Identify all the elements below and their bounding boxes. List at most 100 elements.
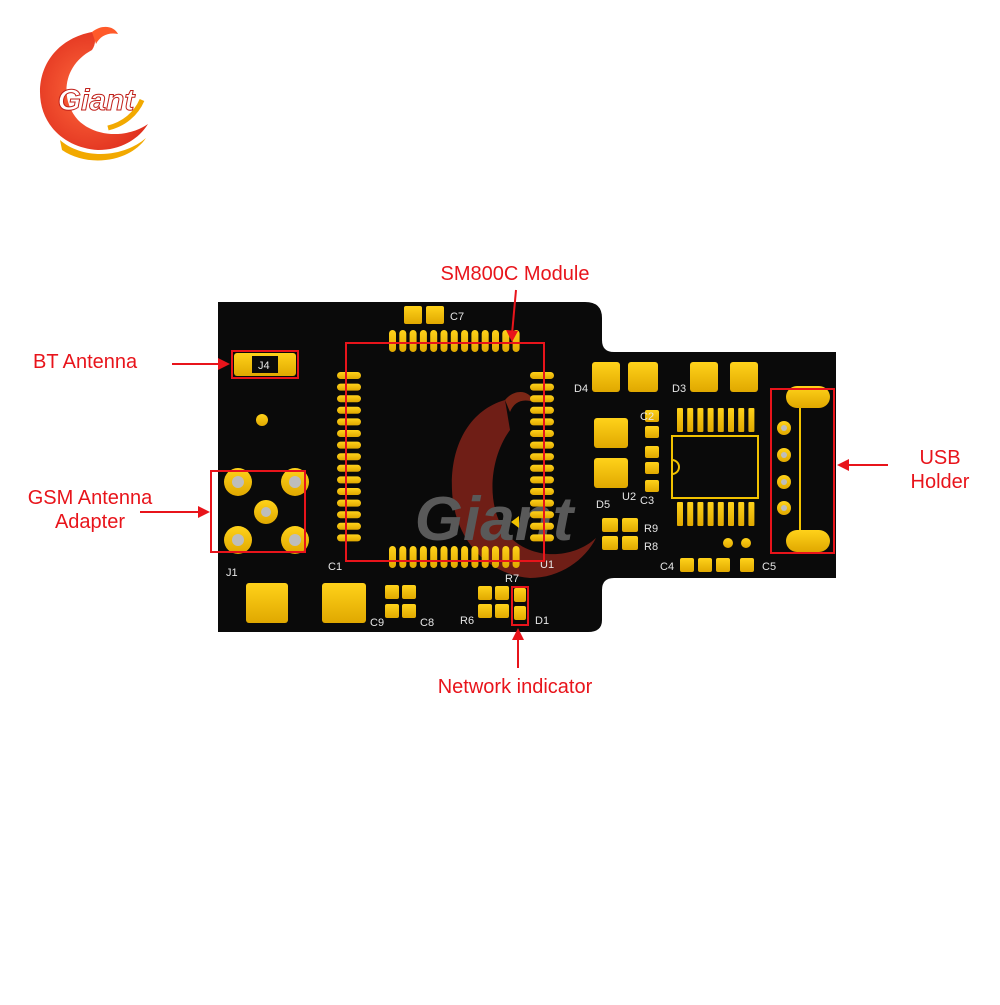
solder-pad [337, 511, 361, 519]
solder-pad [728, 408, 734, 432]
solder-pad [337, 441, 361, 449]
pin1-marker [511, 516, 519, 528]
c4-c5-pads [680, 538, 754, 572]
callout-network-indicator: Network indicator [437, 676, 593, 698]
regulator-pads [594, 410, 659, 550]
solder-pad [530, 430, 554, 437]
solder-pad [337, 476, 361, 484]
solder-pad [461, 330, 469, 352]
bt-antenna-highlight-box [231, 350, 299, 379]
solder-pad [440, 546, 448, 568]
solder-pad [748, 408, 755, 432]
silk-d4: D4 [574, 383, 588, 395]
solder-pad [337, 418, 361, 426]
silk-r7: R7 [505, 573, 519, 585]
solder-pad [337, 522, 361, 530]
silk-c9: C9 [370, 617, 384, 629]
solder-pad [748, 502, 755, 526]
solder-pad [717, 502, 724, 526]
solder-pad [530, 395, 554, 403]
logo-text: Giant [58, 84, 137, 117]
solder-pad [530, 511, 554, 519]
usb-holder-highlight-box [770, 388, 835, 554]
solder-pad [492, 546, 499, 568]
annotations [140, 289, 888, 668]
solder-pad [450, 546, 458, 568]
solder-pad [530, 522, 554, 530]
silk-c1: C1 [328, 561, 342, 573]
silk-j4: J4 [258, 360, 270, 372]
annotation-arrowheads [198, 330, 849, 640]
solder-pad [492, 330, 499, 352]
solder-pad [337, 372, 361, 379]
solder-pad [337, 499, 361, 507]
solder-pad [530, 488, 554, 495]
solder-pad [530, 464, 554, 472]
solder-pad [728, 502, 734, 526]
callout-usb-holder: USB Holder [890, 446, 990, 494]
r6-r7-d1-pads [478, 586, 526, 620]
solder-pad [471, 546, 479, 568]
c9-c8-pads [385, 585, 416, 618]
callout-usb-line1: USB [919, 447, 961, 469]
solder-pad [430, 330, 438, 352]
solder-pad [430, 546, 438, 568]
module-pads [337, 330, 554, 568]
solder-pad [337, 430, 361, 437]
solder-pad [502, 546, 510, 568]
solder-pad [471, 330, 479, 352]
solder-pad [530, 499, 554, 507]
solder-pad [461, 546, 469, 568]
module-highlight-box [345, 342, 545, 562]
large-pads [246, 583, 366, 623]
solder-pad [337, 406, 361, 414]
network-indicator-highlight-box [511, 586, 529, 626]
solder-pad [530, 441, 554, 449]
solder-pad [717, 408, 724, 432]
solder-pad [337, 453, 361, 461]
callout-gsm-line2: Adapter [54, 511, 126, 533]
silk-c2: C2 [640, 411, 654, 423]
solder-pad [697, 408, 704, 432]
solder-pad [399, 546, 407, 568]
silk-r8: R8 [644, 541, 658, 553]
usb-chip-footprint [671, 408, 759, 526]
d4-d3-pads [592, 362, 758, 392]
silk-c5: C5 [762, 561, 776, 573]
solder-pad [530, 534, 554, 542]
callout-gsm-line1: GSM Antenna [27, 487, 153, 509]
solder-pad [530, 476, 554, 484]
solder-pad [419, 546, 427, 568]
silk-c8: C8 [420, 617, 434, 629]
silk-r9: R9 [644, 523, 658, 535]
solder-pad [697, 502, 704, 526]
solder-pad [530, 418, 554, 426]
solder-pad [409, 330, 417, 352]
solder-pad [530, 406, 554, 414]
callout-bt-antenna: BT Antenna [33, 351, 138, 373]
solder-pad [450, 330, 458, 352]
solder-pad [337, 464, 361, 472]
gsm-antenna-pads [224, 468, 309, 554]
callout-sm800c-module: SM800C Module [440, 263, 590, 285]
pcb-board [218, 302, 836, 632]
solder-pad [707, 502, 714, 526]
silk-d1: D1 [535, 615, 549, 627]
callout-usb-line2: Holder [910, 471, 970, 493]
solder-pad [337, 488, 361, 495]
gsm-antenna-highlight-box [210, 470, 306, 553]
solder-pad [481, 330, 489, 352]
silk-c7: C7 [450, 311, 464, 323]
silk-c4: C4 [660, 561, 674, 573]
watermark-logo: Giant [415, 391, 596, 578]
solder-pad [707, 408, 714, 432]
solder-pad [389, 546, 396, 568]
solder-pad [440, 330, 448, 352]
silk-d3: D3 [672, 383, 686, 395]
silk-u2: U2 [622, 491, 636, 503]
solder-pad [389, 330, 396, 352]
solder-pad [337, 383, 361, 391]
solder-pad [677, 502, 683, 526]
